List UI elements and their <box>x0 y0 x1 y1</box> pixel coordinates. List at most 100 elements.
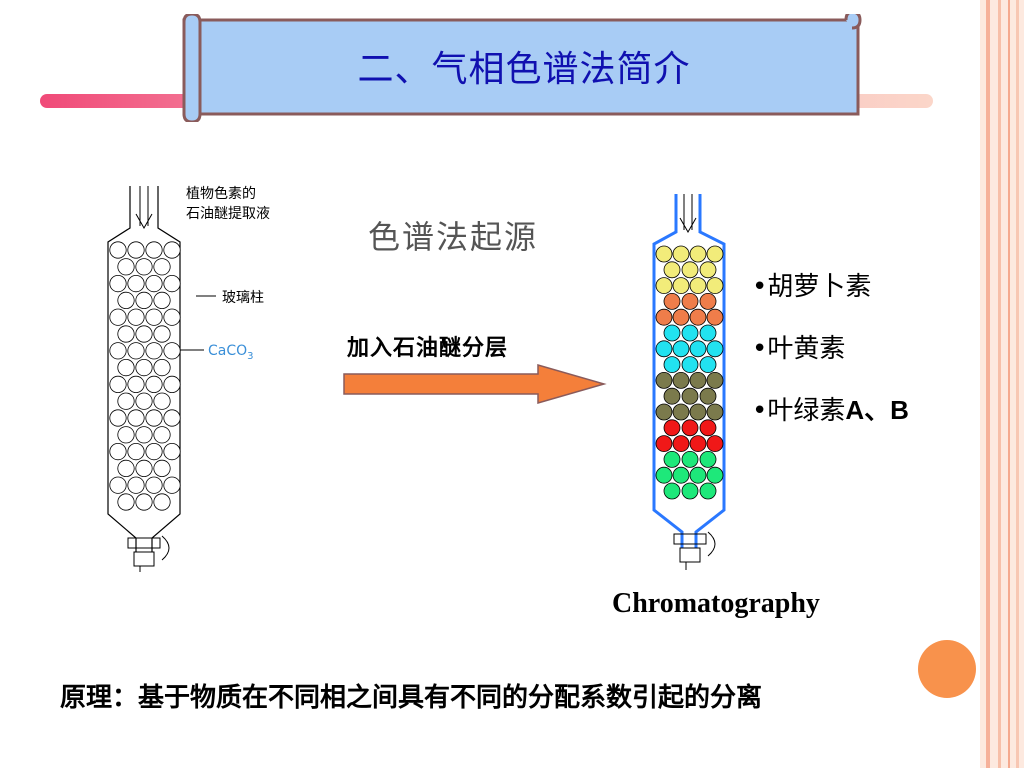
packing-bead <box>109 476 127 494</box>
packing-bead <box>109 241 127 259</box>
packing-bead <box>153 258 171 276</box>
packing-bead <box>109 409 127 427</box>
pigment-bead <box>655 371 673 389</box>
packing-bead <box>135 359 153 377</box>
feed-label-line1: 植物色素的 <box>186 185 256 202</box>
pigment-bead <box>672 245 690 263</box>
process-step-label: 加入石油醚分层 <box>347 335 509 361</box>
packing-bead <box>163 308 181 326</box>
packing-bead <box>127 442 145 461</box>
packing-bead <box>117 291 135 310</box>
pigment-bead <box>681 450 699 468</box>
packing-bead <box>163 375 181 393</box>
left-packing-beads <box>109 241 181 511</box>
pigment-bead <box>689 466 707 484</box>
pigment-bead <box>672 403 690 421</box>
pigment-bead <box>706 371 724 389</box>
glass-column-outline-blue <box>652 194 726 548</box>
packing-bead <box>109 442 127 461</box>
packing-bead <box>153 359 171 377</box>
pigment-bead <box>706 403 724 421</box>
packing-bead <box>135 493 153 511</box>
right-column-diagram <box>652 194 726 570</box>
packing-bead <box>135 325 153 343</box>
pigment-bead <box>706 466 724 484</box>
packing-bead <box>127 476 145 494</box>
pigment-bead <box>655 308 673 326</box>
packing-bead <box>127 409 145 427</box>
packing-bead <box>127 375 145 393</box>
packing-bead <box>145 275 163 293</box>
pigment-bead <box>663 387 681 405</box>
packing-bead <box>135 392 153 410</box>
packing-bead <box>145 442 163 461</box>
slide-title: 二、气相色谱法简介 <box>357 49 691 90</box>
pigment-bead <box>681 324 699 342</box>
pigment-bead <box>699 324 717 342</box>
packing-bead <box>145 342 163 360</box>
packing-bead <box>117 392 135 410</box>
packing-bead <box>163 409 181 427</box>
pigment-bead <box>655 435 673 453</box>
packing-bead <box>117 459 135 477</box>
title-scroll-banner <box>182 14 862 122</box>
legend-chlorophyll: •叶绿素A、B <box>752 395 909 426</box>
packing-bead <box>117 325 135 343</box>
pigment-bead <box>663 324 681 342</box>
process-arrow-icon <box>343 364 607 404</box>
pigment-bead <box>699 450 717 468</box>
packing-bead <box>117 493 135 511</box>
packing-bead <box>163 442 181 461</box>
packing-bead <box>117 426 135 444</box>
pigment-bead <box>655 466 673 484</box>
pigment-bead <box>655 245 673 263</box>
feed-label-line2: 石油醚提取液 <box>186 206 270 222</box>
glass-column-label: 玻璃柱 <box>222 289 264 306</box>
right-border-stripes <box>980 0 1024 768</box>
packing-bead <box>163 476 181 494</box>
packing-bead <box>163 342 181 360</box>
packing-bead <box>163 275 181 293</box>
pigment-bead <box>663 356 681 374</box>
legend-carotene: •胡萝卜素 <box>752 272 872 302</box>
pigment-bead <box>663 261 681 279</box>
stopcock-icon <box>673 531 716 570</box>
pigment-bead <box>699 293 717 310</box>
pigment-bead <box>699 482 717 500</box>
pigment-bead <box>655 277 673 294</box>
packing-bead <box>153 291 171 310</box>
pigment-bead <box>689 340 707 358</box>
packing-bead <box>109 375 127 393</box>
pigment-bead <box>689 277 707 294</box>
legend-xanthophyll: •叶黄素 <box>752 334 846 364</box>
stopcock-icon <box>127 535 170 572</box>
pigment-bead <box>706 277 724 294</box>
packing-bead <box>117 258 135 276</box>
pigment-bead <box>672 277 690 294</box>
packing-bead <box>163 241 181 259</box>
pigment-bead <box>699 356 717 374</box>
section-subtitle: 色谱法起源 <box>368 218 539 256</box>
pigment-bead <box>663 419 681 437</box>
pigment-bead <box>681 387 699 405</box>
pigment-bead <box>689 308 707 326</box>
packing-bead <box>145 476 163 494</box>
packing-bead <box>109 342 127 360</box>
packing-bead <box>135 459 153 477</box>
pigment-bead <box>681 482 699 500</box>
pigment-bead <box>689 371 707 389</box>
packing-bead <box>135 258 153 276</box>
pigment-bead <box>689 245 707 263</box>
principle-statement: 原理：基于物质在不同相之间具有不同的分配系数引起的分离 <box>60 683 763 713</box>
packing-bead <box>127 308 145 326</box>
pigment-bead <box>672 340 690 358</box>
pigment-bead <box>672 308 690 326</box>
left-column-diagram: 植物色素的 石油醚提取液 玻璃柱 CaCO3 <box>107 185 270 572</box>
pigment-bead <box>706 308 724 326</box>
packing-bead <box>145 308 163 326</box>
pigment-bead <box>663 293 681 310</box>
pigment-bead <box>706 435 724 453</box>
packing-bead <box>153 493 171 511</box>
chromatography-caption: Chromatography <box>612 588 820 619</box>
packing-bead <box>117 359 135 377</box>
